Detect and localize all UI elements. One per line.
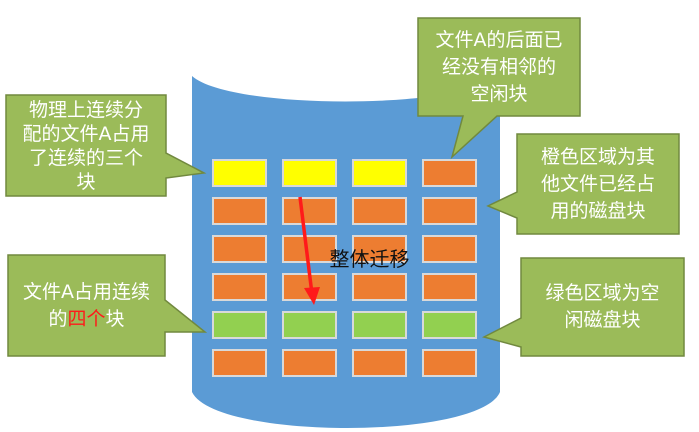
block-grid [212,159,477,377]
disk-block-orange [352,197,407,225]
callout-line: 橙色区域为其 [540,145,655,168]
callout-line: 空闲块 [470,82,528,105]
disk-block-green [352,311,407,339]
disk-block-green [282,311,337,339]
callout-left-lower-box [7,254,208,357]
disk-block-orange [282,197,337,225]
callout-right-lower-text: 绿色区域为空 闲磁盘块 [521,258,684,356]
disk-block-orange [212,349,267,377]
disk-block-orange [212,273,267,301]
disk-block-orange [422,235,477,263]
callout-line: 块 [76,170,96,193]
callout-right-upper-box [486,133,680,235]
callout-line: 配的文件A占用 [22,122,150,145]
migration-arrow [298,196,320,305]
disk-block-orange [352,349,407,377]
callout-left-lower-text: 文件A占用连续 的四个块 [8,255,165,356]
callout-text-prefix: 的 [48,307,68,330]
disk-block-yellow [212,159,267,187]
callout-top-left-box [5,94,207,197]
callout-line: 物理上连续分 [28,98,143,121]
disk-block-yellow [282,159,337,187]
disk-block-green [422,311,477,339]
disk-block-orange [422,159,477,187]
disk-block-yellow [352,159,407,187]
disk-block-green [212,311,267,339]
disk-block-orange [422,273,477,301]
disk-block-orange [212,197,267,225]
callout-line: 他文件已经占 [540,172,655,195]
callout-top-right-box [417,17,581,160]
callout-line: 文件A的后面已 [435,28,563,51]
callout-right-upper-text: 橙色区域为其 他文件已经占 用的磁盘块 [517,134,679,234]
disk-block-orange [352,235,407,263]
callout-line: 用的磁盘块 [550,199,646,222]
callout-line: 闲磁盘块 [564,309,641,331]
disk-block-orange [212,235,267,263]
callout-line-2: 的四个块 [23,306,150,333]
migration-label: 整体迁移 [329,247,410,271]
callout-line: 经没有相邻的 [441,55,556,78]
callout-top-right-text: 文件A的后面已 经没有相邻的 空闲块 [418,18,580,116]
disk-block-orange [422,197,477,225]
callout-right-lower-box [481,257,685,357]
callout-line: 文件A占用连续 [23,280,150,303]
callout-top-left-text: 物理上连续分 配的文件A占用 了连续的三个 块 [6,95,166,196]
callout-text-highlight: 四个 [67,307,106,330]
disk-block-orange [422,349,477,377]
callout-text-suffix: 块 [105,307,125,330]
disk-block-orange [352,273,407,301]
callout-line: 了连续的三个 [28,146,143,169]
callout-line: 绿色区域为空 [545,282,660,304]
disk-block-orange [282,349,337,377]
